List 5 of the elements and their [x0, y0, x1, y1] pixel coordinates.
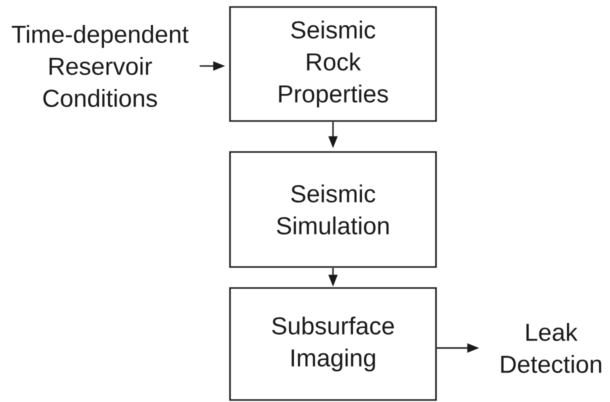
output-label: Leak Detection	[501, 323, 602, 373]
process-box: Subsurface Imaging	[229, 287, 437, 401]
process-box: Seismic Rock Properties	[229, 6, 437, 122]
process-box: Seismic Simulation	[229, 151, 437, 268]
input-label: Time-dependent Reservoir Conditions	[12, 25, 189, 107]
